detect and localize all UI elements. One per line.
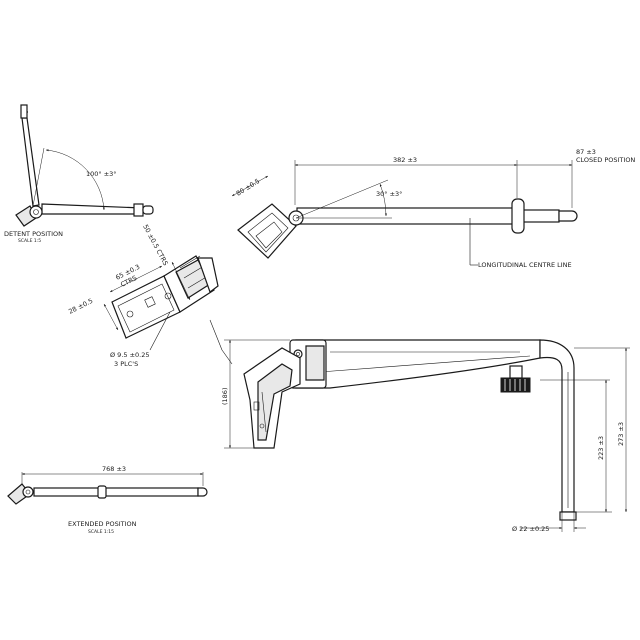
dim-382-label: 382 ±3 xyxy=(393,156,417,164)
detent-view-title: DETENT POSITION xyxy=(4,230,63,238)
mount-hole-2 xyxy=(164,292,172,300)
extended-main-tube xyxy=(33,487,199,497)
dim-22-label: Ø 22 ±0.25 xyxy=(512,525,549,533)
detent-angle-label: 100° ±3° xyxy=(86,170,117,178)
dim-87-label: 87 ±3 xyxy=(576,148,596,156)
dim-186-label: (186) xyxy=(221,388,229,405)
longitudinal-centre-line-label: LONGITUDINAL CENTRE LINE xyxy=(478,261,572,269)
detent-tube-end-knob xyxy=(142,205,154,215)
top-view-collar xyxy=(511,198,525,234)
dim-80-label: 80 ±0.5 xyxy=(235,177,261,198)
bracket-detail-view: 65 ±0.3 CTRS 50 ±0.5 CTRS 28 ±0.5 Ø 9.5 … xyxy=(67,223,233,368)
detent-position-view: 100° ±3° DETENT POSITION SCALE 1:5 xyxy=(4,104,154,244)
side-elevation-view: (186) 223 ±3 273 ±3 Ø 22 ±0.25 xyxy=(221,339,630,533)
mount-hole-1 xyxy=(126,310,134,318)
dim-223-label: 223 ±3 xyxy=(597,436,605,460)
extended-pivot xyxy=(22,486,34,498)
extended-view-title: EXTENDED POSITION xyxy=(68,520,137,528)
extended-view-scale: SCALE 1:15 xyxy=(88,529,114,535)
bracket-cap xyxy=(197,257,219,293)
extended-collar xyxy=(97,485,107,499)
side-view-post xyxy=(539,339,575,513)
top-view-tube-end xyxy=(558,210,578,222)
bracket-label-plate xyxy=(144,296,156,308)
top-angle-label: 30° ±3° xyxy=(376,190,402,198)
detent-lower-tube xyxy=(41,203,143,215)
extended-position-view: 768 ±3 EXTENDED POSITION SCALE 1:15 xyxy=(7,465,208,535)
top-view-bracket xyxy=(237,203,297,259)
dim-768-label: 768 ±3 xyxy=(102,465,126,473)
detent-view-scale: SCALE 1:5 xyxy=(18,238,41,244)
detent-pivot xyxy=(29,205,43,219)
side-view-post-foot xyxy=(559,511,577,521)
closed-position-label: CLOSED POSITION xyxy=(576,156,635,164)
dim-273-label: 273 ±3 xyxy=(617,422,625,446)
top-view-main-tube xyxy=(296,207,520,225)
dim-28-label: 28 ±0.5 xyxy=(67,297,94,316)
dim-50-label: 50 ±0.5 CTRS xyxy=(141,223,169,267)
hole-quantity-label: 3 PLC'S xyxy=(114,360,138,368)
detent-upper-tube xyxy=(21,117,40,207)
hole-diameter-label: Ø 9.5 ±0.25 xyxy=(110,351,150,359)
detent-tube-end-cap xyxy=(20,104,28,119)
top-plan-view: 30° ±3° 382 ±3 87 ±3 CLOSED POSITION 80 … xyxy=(231,148,635,269)
